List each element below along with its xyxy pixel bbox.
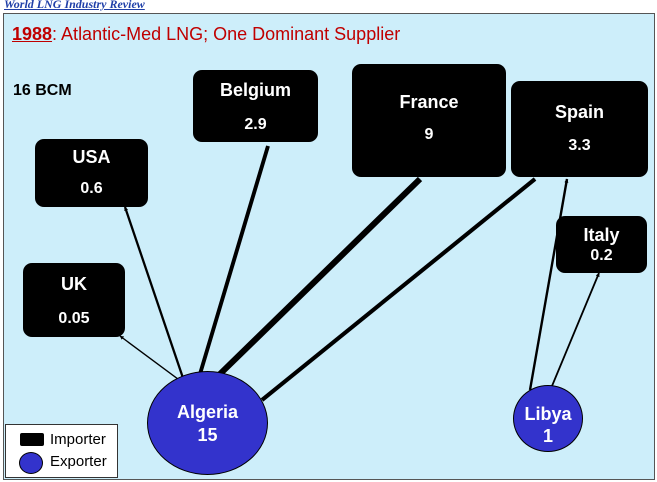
exporter-algeria: Algeria 15	[147, 371, 268, 475]
title-text: : Atlantic-Med LNG; One Dominant Supplie…	[52, 24, 401, 44]
importer-uk-value: 0.05	[58, 310, 90, 327]
source-header: World LNG Industry Review	[4, 0, 145, 11]
importer-usa: USA 0.6	[35, 139, 148, 207]
importer-italy-name: Italy	[583, 225, 620, 245]
importer-belgium: Belgium 2.9	[193, 70, 318, 142]
exporter-libya-name: Libya	[524, 404, 572, 424]
flow-arrow-algeria-belgium	[198, 145, 270, 375]
importer-italy-value: 0.2	[590, 247, 613, 264]
total-volume: 16 BCM	[13, 82, 72, 99]
exporter-swatch	[19, 452, 43, 474]
importer-belgium-name: Belgium	[219, 80, 291, 100]
flow-arrow-algeria-usa	[123, 206, 185, 379]
importer-belgium-value: 2.9	[244, 116, 267, 133]
title-year: 1988	[12, 24, 53, 44]
exporter-algeria-value: 15	[197, 425, 218, 445]
legend-exporter-label: Exporter	[50, 453, 107, 470]
importer-usa-name: USA	[72, 147, 111, 167]
exporter-algeria-name: Algeria	[176, 402, 239, 422]
importer-france-name: France	[399, 92, 459, 112]
importer-spain-name: Spain	[554, 102, 604, 122]
exporter-libya: Libya 1	[513, 385, 583, 452]
importer-usa-value: 0.6	[80, 180, 103, 197]
importer-spain-value: 3.3	[568, 137, 591, 154]
importer-france-value: 9	[424, 126, 434, 143]
legend-importer-label: Importer	[50, 431, 106, 448]
exporter-libya-value: 1	[542, 426, 553, 446]
legend: Importer Exporter	[5, 424, 118, 478]
importer-france: France 9	[352, 64, 506, 177]
importer-uk: UK 0.05	[23, 263, 125, 337]
flow-arrow-algeria-uk	[119, 335, 183, 383]
flow-arrow-libya-italy	[551, 272, 600, 387]
flow-arrow-algeria-spain	[260, 177, 537, 402]
flow-arrow-algeria-france	[217, 176, 423, 377]
flow-arrow-libya-spain	[528, 178, 569, 391]
importer-swatch	[20, 433, 44, 446]
importer-spain: Spain 3.3	[511, 81, 648, 177]
importer-uk-name: UK	[61, 274, 87, 294]
importer-italy: Italy 0.2	[556, 216, 647, 273]
diagram-title: 1988: Atlantic-Med LNG; One Dominant Sup…	[12, 24, 400, 45]
